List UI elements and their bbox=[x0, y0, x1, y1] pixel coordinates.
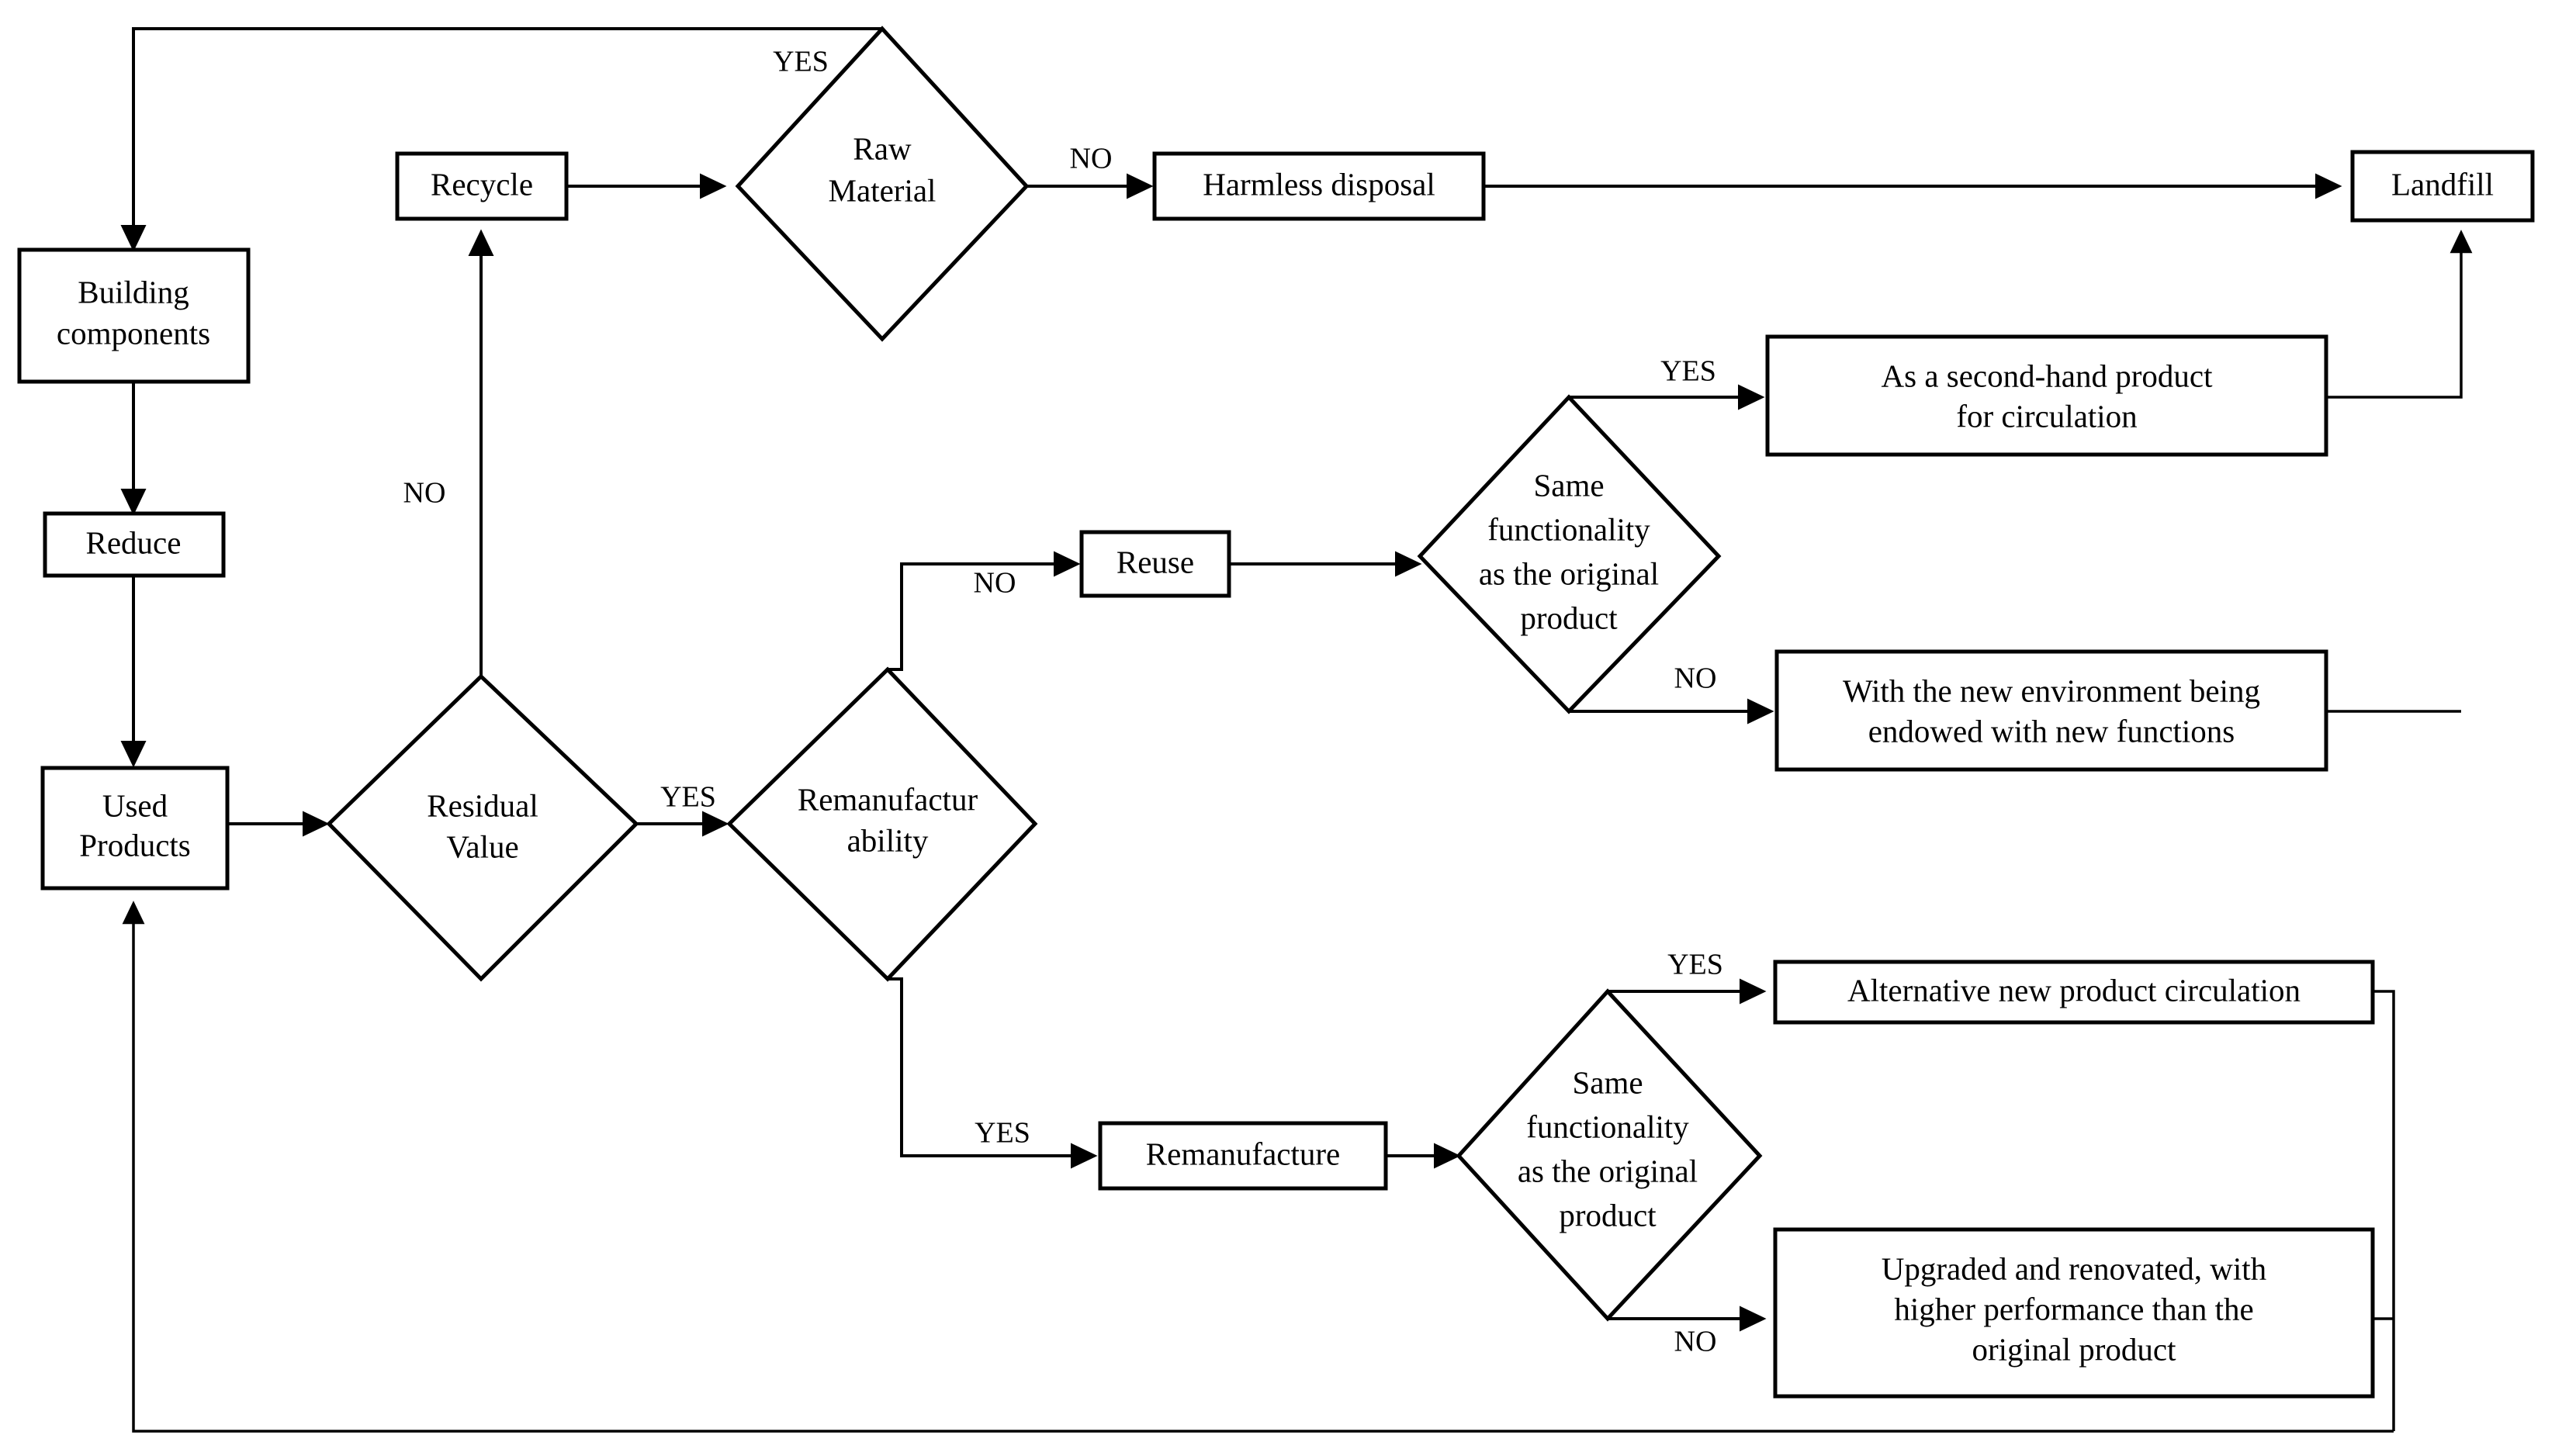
second-hand-line2: for circulation bbox=[1956, 398, 2137, 434]
edge-remanufacturability-no-to-reuse bbox=[888, 551, 1081, 671]
edge-label-samefuncbottom-yes: YES bbox=[1667, 949, 1723, 981]
node-upgraded-renovated[interactable]: Upgraded and renovated, with higher perf… bbox=[1773, 1227, 2375, 1399]
reduce-box[interactable] bbox=[43, 511, 226, 578]
harmless-disposal-box[interactable] bbox=[1152, 151, 1486, 221]
reuse-box[interactable] bbox=[1079, 530, 1231, 598]
recycle-label: Recycle bbox=[431, 166, 533, 202]
node-new-environment[interactable]: With the new environment being endowed w… bbox=[1774, 649, 2328, 772]
same-functionality-bottom-diamond[interactable] bbox=[1456, 988, 1763, 1322]
node-harmless-disposal[interactable]: Harmless disposal bbox=[1152, 151, 1486, 221]
node-same-functionality-bottom[interactable]: Same functionality as the original produ… bbox=[1456, 988, 1763, 1322]
same-functionality-bottom-line1: Same bbox=[1572, 1064, 1643, 1100]
node-remanufacturability[interactable]: Remanufactur ability bbox=[726, 666, 1038, 982]
residual-value-label-line2: Value bbox=[446, 828, 518, 864]
edge-label-samefuncbottom-no: NO bbox=[1674, 1326, 1717, 1358]
edge-label-remanufacturability-yes: YES bbox=[975, 1117, 1030, 1150]
edge-rawmaterial-yes-to-building bbox=[120, 27, 882, 252]
node-raw-material[interactable]: Raw Material bbox=[735, 26, 1030, 342]
edge-label-remanufacturability-no: NO bbox=[974, 567, 1016, 600]
second-hand-product-box[interactable] bbox=[1765, 334, 2328, 457]
same-functionality-top-line3: as the original bbox=[1479, 555, 1659, 591]
upgraded-renovated-box[interactable] bbox=[1773, 1227, 2375, 1399]
node-recycle[interactable]: Recycle bbox=[395, 151, 569, 221]
residual-value-diamond[interactable] bbox=[326, 673, 639, 982]
used-products-label-line2: Products bbox=[79, 827, 191, 863]
remanufacturability-diamond[interactable] bbox=[726, 666, 1038, 982]
remanufacture-box[interactable] bbox=[1098, 1121, 1388, 1191]
same-functionality-bottom-line2: functionality bbox=[1526, 1108, 1689, 1144]
new-environment-box[interactable] bbox=[1774, 649, 2328, 772]
reuse-label: Reuse bbox=[1117, 544, 1194, 579]
used-products-box[interactable] bbox=[40, 766, 230, 891]
new-environment-line1: With the new environment being bbox=[1843, 673, 2260, 708]
building-components-label-line1: Building bbox=[78, 274, 189, 310]
reduce-label: Reduce bbox=[86, 524, 182, 560]
node-building-components[interactable]: Building components bbox=[17, 247, 251, 384]
edge-secondhand-to-landfill bbox=[2326, 230, 2473, 399]
raw-material-diamond[interactable] bbox=[735, 26, 1030, 342]
node-reduce[interactable]: Reduce bbox=[43, 511, 226, 578]
harmless-disposal-label: Harmless disposal bbox=[1203, 166, 1435, 202]
new-environment-line2: endowed with new functions bbox=[1868, 713, 2235, 749]
edge-label-rawmaterial-yes: YES bbox=[773, 46, 829, 78]
node-remanufacture[interactable]: Remanufacture bbox=[1098, 1121, 1388, 1191]
building-components-label-line2: components bbox=[57, 315, 210, 351]
edge-label-samefunctop-yes: YES bbox=[1660, 355, 1716, 388]
landfill-label: Landfill bbox=[2391, 166, 2494, 202]
upgraded-line2: higher performance than the bbox=[1894, 1291, 2253, 1326]
same-functionality-top-line1: Same bbox=[1533, 467, 1604, 503]
same-functionality-bottom-line4: product bbox=[1559, 1197, 1657, 1233]
node-used-products[interactable]: Used Products bbox=[40, 766, 230, 891]
edge-remanufacturability-yes-to-remanufacture bbox=[888, 977, 1098, 1169]
edge-label-recycle-no: NO bbox=[403, 477, 446, 510]
same-functionality-top-diamond[interactable] bbox=[1417, 394, 1722, 714]
raw-material-label-line2: Material bbox=[829, 172, 937, 208]
same-functionality-top-line2: functionality bbox=[1487, 511, 1650, 547]
remanufacture-label: Remanufacture bbox=[1146, 1136, 1340, 1171]
raw-material-label-line1: Raw bbox=[853, 130, 912, 166]
node-alternative-new-product[interactable]: Alternative new product circulation bbox=[1773, 960, 2375, 1025]
node-same-functionality-top[interactable]: Same functionality as the original produ… bbox=[1417, 394, 1722, 714]
recycle-box[interactable] bbox=[395, 151, 569, 221]
alternative-new-product-box[interactable] bbox=[1773, 960, 2375, 1025]
same-functionality-bottom-line3: as the original bbox=[1518, 1153, 1698, 1188]
building-components-box[interactable] bbox=[17, 247, 251, 384]
remanufacturability-label-line1: Remanufactur bbox=[798, 781, 978, 817]
second-hand-line1: As a second-hand product bbox=[1882, 358, 2214, 393]
edge-alternative-to-feedback bbox=[2370, 990, 2395, 1431]
edge-label-samefunctop-no: NO bbox=[1674, 662, 1717, 695]
landfill-box[interactable] bbox=[2350, 150, 2535, 223]
edge-bottom-feedback-to-usedproducts bbox=[122, 901, 2394, 1433]
node-landfill[interactable]: Landfill bbox=[2350, 150, 2535, 223]
remanufacturability-label-line2: ability bbox=[847, 822, 929, 858]
alternative-new-product-label: Alternative new product circulation bbox=[1847, 972, 2301, 1008]
node-second-hand-product[interactable]: As a second-hand product for circulation bbox=[1765, 334, 2328, 457]
edge-label-residualvalue-yes: YES bbox=[660, 781, 716, 814]
edge-label-rawmaterial-no: NO bbox=[1070, 143, 1113, 175]
node-reuse[interactable]: Reuse bbox=[1079, 530, 1231, 598]
residual-value-label-line1: Residual bbox=[427, 787, 538, 823]
upgraded-line1: Upgraded and renovated, with bbox=[1882, 1250, 2266, 1286]
node-residual-value[interactable]: Residual Value bbox=[326, 673, 639, 982]
same-functionality-top-line4: product bbox=[1520, 600, 1618, 635]
upgraded-line3: original product bbox=[1972, 1331, 2176, 1367]
used-products-label-line1: Used bbox=[102, 787, 168, 823]
